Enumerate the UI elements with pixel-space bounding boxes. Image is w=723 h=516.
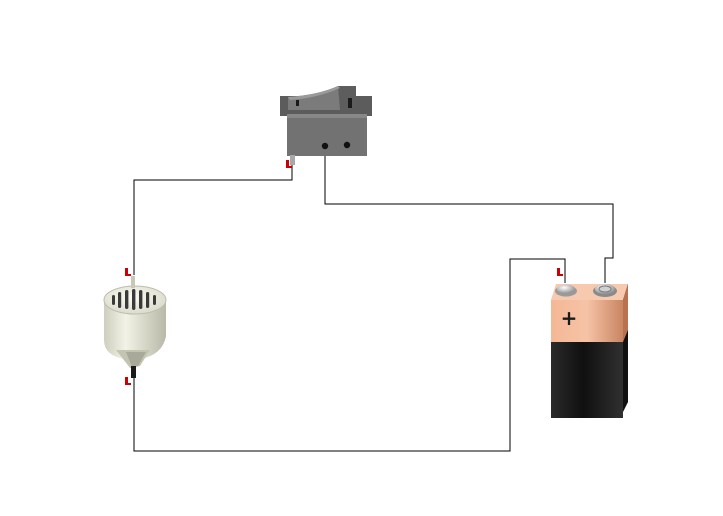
battery-9v-icon[interactable]: +	[551, 284, 628, 418]
buzzer-bottom-terminal-marker[interactable]	[125, 377, 131, 385]
wire-buzzer-to-battery-positive	[133, 258, 566, 452]
wire-switch-to-battery-negative	[324, 156, 614, 283]
battery-positive-label: +	[561, 306, 578, 330]
buzzer-top-terminal-marker[interactable]	[125, 268, 131, 276]
wires	[133, 156, 614, 452]
terminal-markers	[125, 160, 563, 385]
switch-terminal-marker[interactable]	[286, 160, 292, 168]
battery-positive-terminal-marker[interactable]	[557, 268, 563, 276]
rocker-switch-icon[interactable]	[280, 86, 372, 165]
wire-switch-to-buzzer	[133, 163, 293, 275]
piezo-buzzer-icon[interactable]	[103, 276, 167, 378]
